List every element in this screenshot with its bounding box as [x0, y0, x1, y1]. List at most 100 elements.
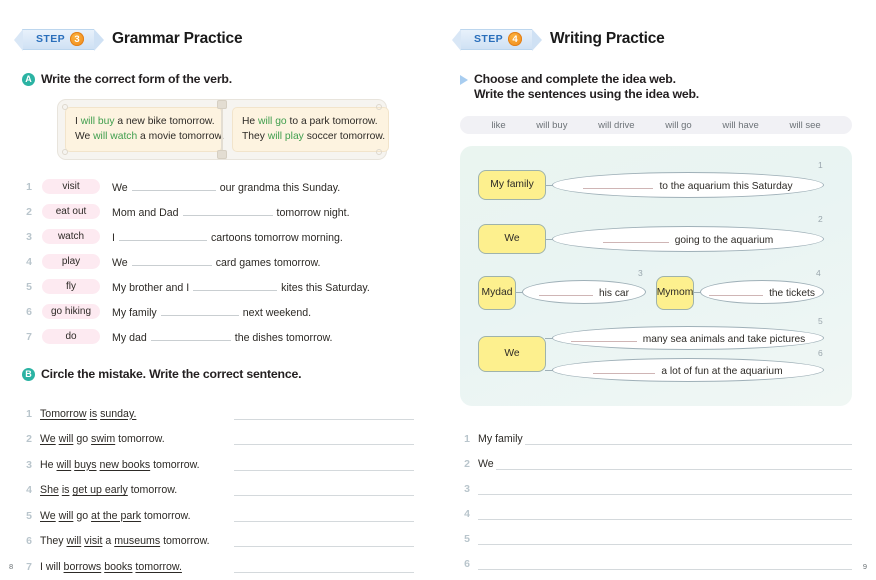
- word-bank-item[interactable]: will go: [665, 119, 692, 131]
- section-a-marker: A: [22, 72, 35, 86]
- underlined-word[interactable]: Tomorrow: [40, 407, 87, 420]
- oval-answer-blank[interactable]: [602, 232, 669, 243]
- idea-web-oval[interactable]: many sea animals and take pictures: [552, 326, 824, 350]
- word-bank-item[interactable]: like: [491, 119, 506, 131]
- underlined-word[interactable]: visit: [84, 535, 103, 547]
- underlined-word[interactable]: new books: [99, 458, 151, 471]
- mistake-sentence[interactable]: We will go swim tomorrow.: [40, 433, 230, 445]
- writing-blank-line[interactable]: [478, 482, 852, 495]
- item-number: 6: [26, 535, 32, 547]
- underlined-word[interactable]: swim: [91, 433, 116, 445]
- underlined-word[interactable]: sunday.: [100, 407, 137, 420]
- step-number-badge: 4: [508, 32, 523, 46]
- underlined-word[interactable]: buys: [74, 458, 97, 471]
- underlined-word[interactable]: will: [66, 535, 82, 547]
- item-number: 6: [26, 305, 32, 318]
- connector-line: [545, 370, 553, 371]
- answer-line[interactable]: [234, 509, 414, 522]
- underlined-word[interactable]: get up early: [72, 484, 128, 496]
- answer-line[interactable]: [234, 407, 414, 420]
- answer-blank[interactable]: [118, 229, 207, 241]
- word-bank-item[interactable]: will buy: [536, 119, 568, 131]
- answer-line[interactable]: [234, 483, 414, 496]
- underlined-word[interactable]: books: [104, 560, 133, 573]
- answer-blank[interactable]: [131, 179, 216, 191]
- writing-blank-line[interactable]: [495, 457, 852, 470]
- answer-line[interactable]: [234, 432, 414, 445]
- writing-blank-line[interactable]: [478, 507, 852, 520]
- word-bank-item[interactable]: will drive: [598, 119, 635, 131]
- plain-word: tomorrow.: [150, 458, 200, 471]
- writing-blank-line[interactable]: [524, 432, 852, 445]
- item-number: 3: [26, 458, 32, 471]
- underlined-word[interactable]: will: [58, 509, 74, 522]
- idea-web-oval[interactable]: a lot of fun at the aquarium: [552, 358, 824, 382]
- answer-blank[interactable]: [131, 254, 212, 266]
- mistake-sentence[interactable]: We will go at the park tomorrow.: [40, 510, 230, 522]
- oval-text: going to the aquarium: [674, 235, 774, 246]
- underlined-word[interactable]: will: [56, 458, 72, 471]
- answer-line[interactable]: [234, 458, 414, 471]
- oval-answer-blank[interactable]: [538, 285, 593, 296]
- answer-blank[interactable]: [160, 304, 239, 316]
- sentence-before: I: [112, 232, 115, 244]
- sentence-before: Mom and Dad: [112, 207, 179, 219]
- plain-word: tomorrow.: [160, 535, 210, 547]
- mistake-sentence[interactable]: She is get up early tomorrow.: [40, 484, 230, 496]
- underlined-word[interactable]: She: [40, 484, 59, 496]
- idea-web-label: We: [504, 233, 520, 244]
- underlined-word[interactable]: is: [89, 407, 98, 420]
- underlined-word[interactable]: We: [40, 433, 56, 445]
- underlined-word[interactable]: borrows: [63, 560, 102, 573]
- word-bank-item[interactable]: will see: [789, 119, 821, 131]
- oval-answer-blank[interactable]: [709, 285, 764, 296]
- underlined-word[interactable]: tomorrow.: [135, 560, 182, 573]
- screw-icon: [62, 149, 68, 155]
- idea-web-oval[interactable]: to the aquarium this Saturday: [552, 172, 824, 198]
- instruction-line-1: Choose and complete the idea web.: [474, 72, 676, 86]
- right-page: STEP 4 Writing Practice Choose and compl…: [438, 0, 876, 580]
- left-page: STEP 3 Grammar Practice A Write the corr…: [9, 26, 414, 573]
- section-b-header: B Circle the mistake. Write the correct …: [22, 367, 414, 381]
- exercise-b-row: 3 He will buys new books tomorrow.: [22, 445, 414, 471]
- oval-text: the tickets: [769, 288, 815, 299]
- underlined-word[interactable]: museums: [114, 535, 161, 547]
- line-prefix: My family: [478, 433, 523, 445]
- idea-web-oval[interactable]: his car: [522, 280, 646, 304]
- verb-chip: eat out: [42, 204, 100, 219]
- word-bank-item[interactable]: will have: [722, 119, 759, 131]
- answer-line[interactable]: [234, 534, 414, 547]
- item-number: 2: [26, 205, 32, 218]
- mistake-sentence[interactable]: Tomorrow is sunday.: [40, 408, 230, 420]
- writing-blank-line[interactable]: [478, 532, 852, 545]
- answer-blank[interactable]: [193, 279, 278, 291]
- mistake-sentence[interactable]: He will buys new books tomorrow.: [40, 459, 230, 471]
- underlined-word[interactable]: will: [58, 433, 74, 445]
- writing-blank-line[interactable]: [478, 557, 852, 570]
- mistake-sentence[interactable]: They will visit a museums tomorrow.: [40, 535, 230, 547]
- example-text: He: [242, 116, 259, 127]
- idea-web-oval[interactable]: the tickets: [700, 280, 824, 304]
- example-text: to a park tomorrow.: [286, 116, 378, 127]
- underlined-word[interactable]: at the park: [91, 509, 142, 522]
- mistake-sentence[interactable]: I will borrows books tomorrow.: [40, 561, 230, 573]
- answer-blank[interactable]: [150, 329, 231, 341]
- oval-answer-blank[interactable]: [583, 178, 654, 189]
- oval-answer-blank[interactable]: [570, 331, 637, 342]
- answer-line[interactable]: [234, 560, 414, 573]
- oval-answer-blank[interactable]: [593, 363, 656, 374]
- binder-clip-bottom-icon: [217, 150, 227, 159]
- underlined-word[interactable]: We: [40, 509, 56, 522]
- left-step-badge: STEP 3: [13, 28, 105, 51]
- sentence-after: tomorrow night.: [276, 207, 350, 219]
- idea-web-oval[interactable]: going to the aquarium: [552, 226, 824, 252]
- underlined-word[interactable]: is: [61, 484, 70, 496]
- answer-blank[interactable]: [182, 204, 273, 216]
- item-number: 6: [464, 558, 470, 570]
